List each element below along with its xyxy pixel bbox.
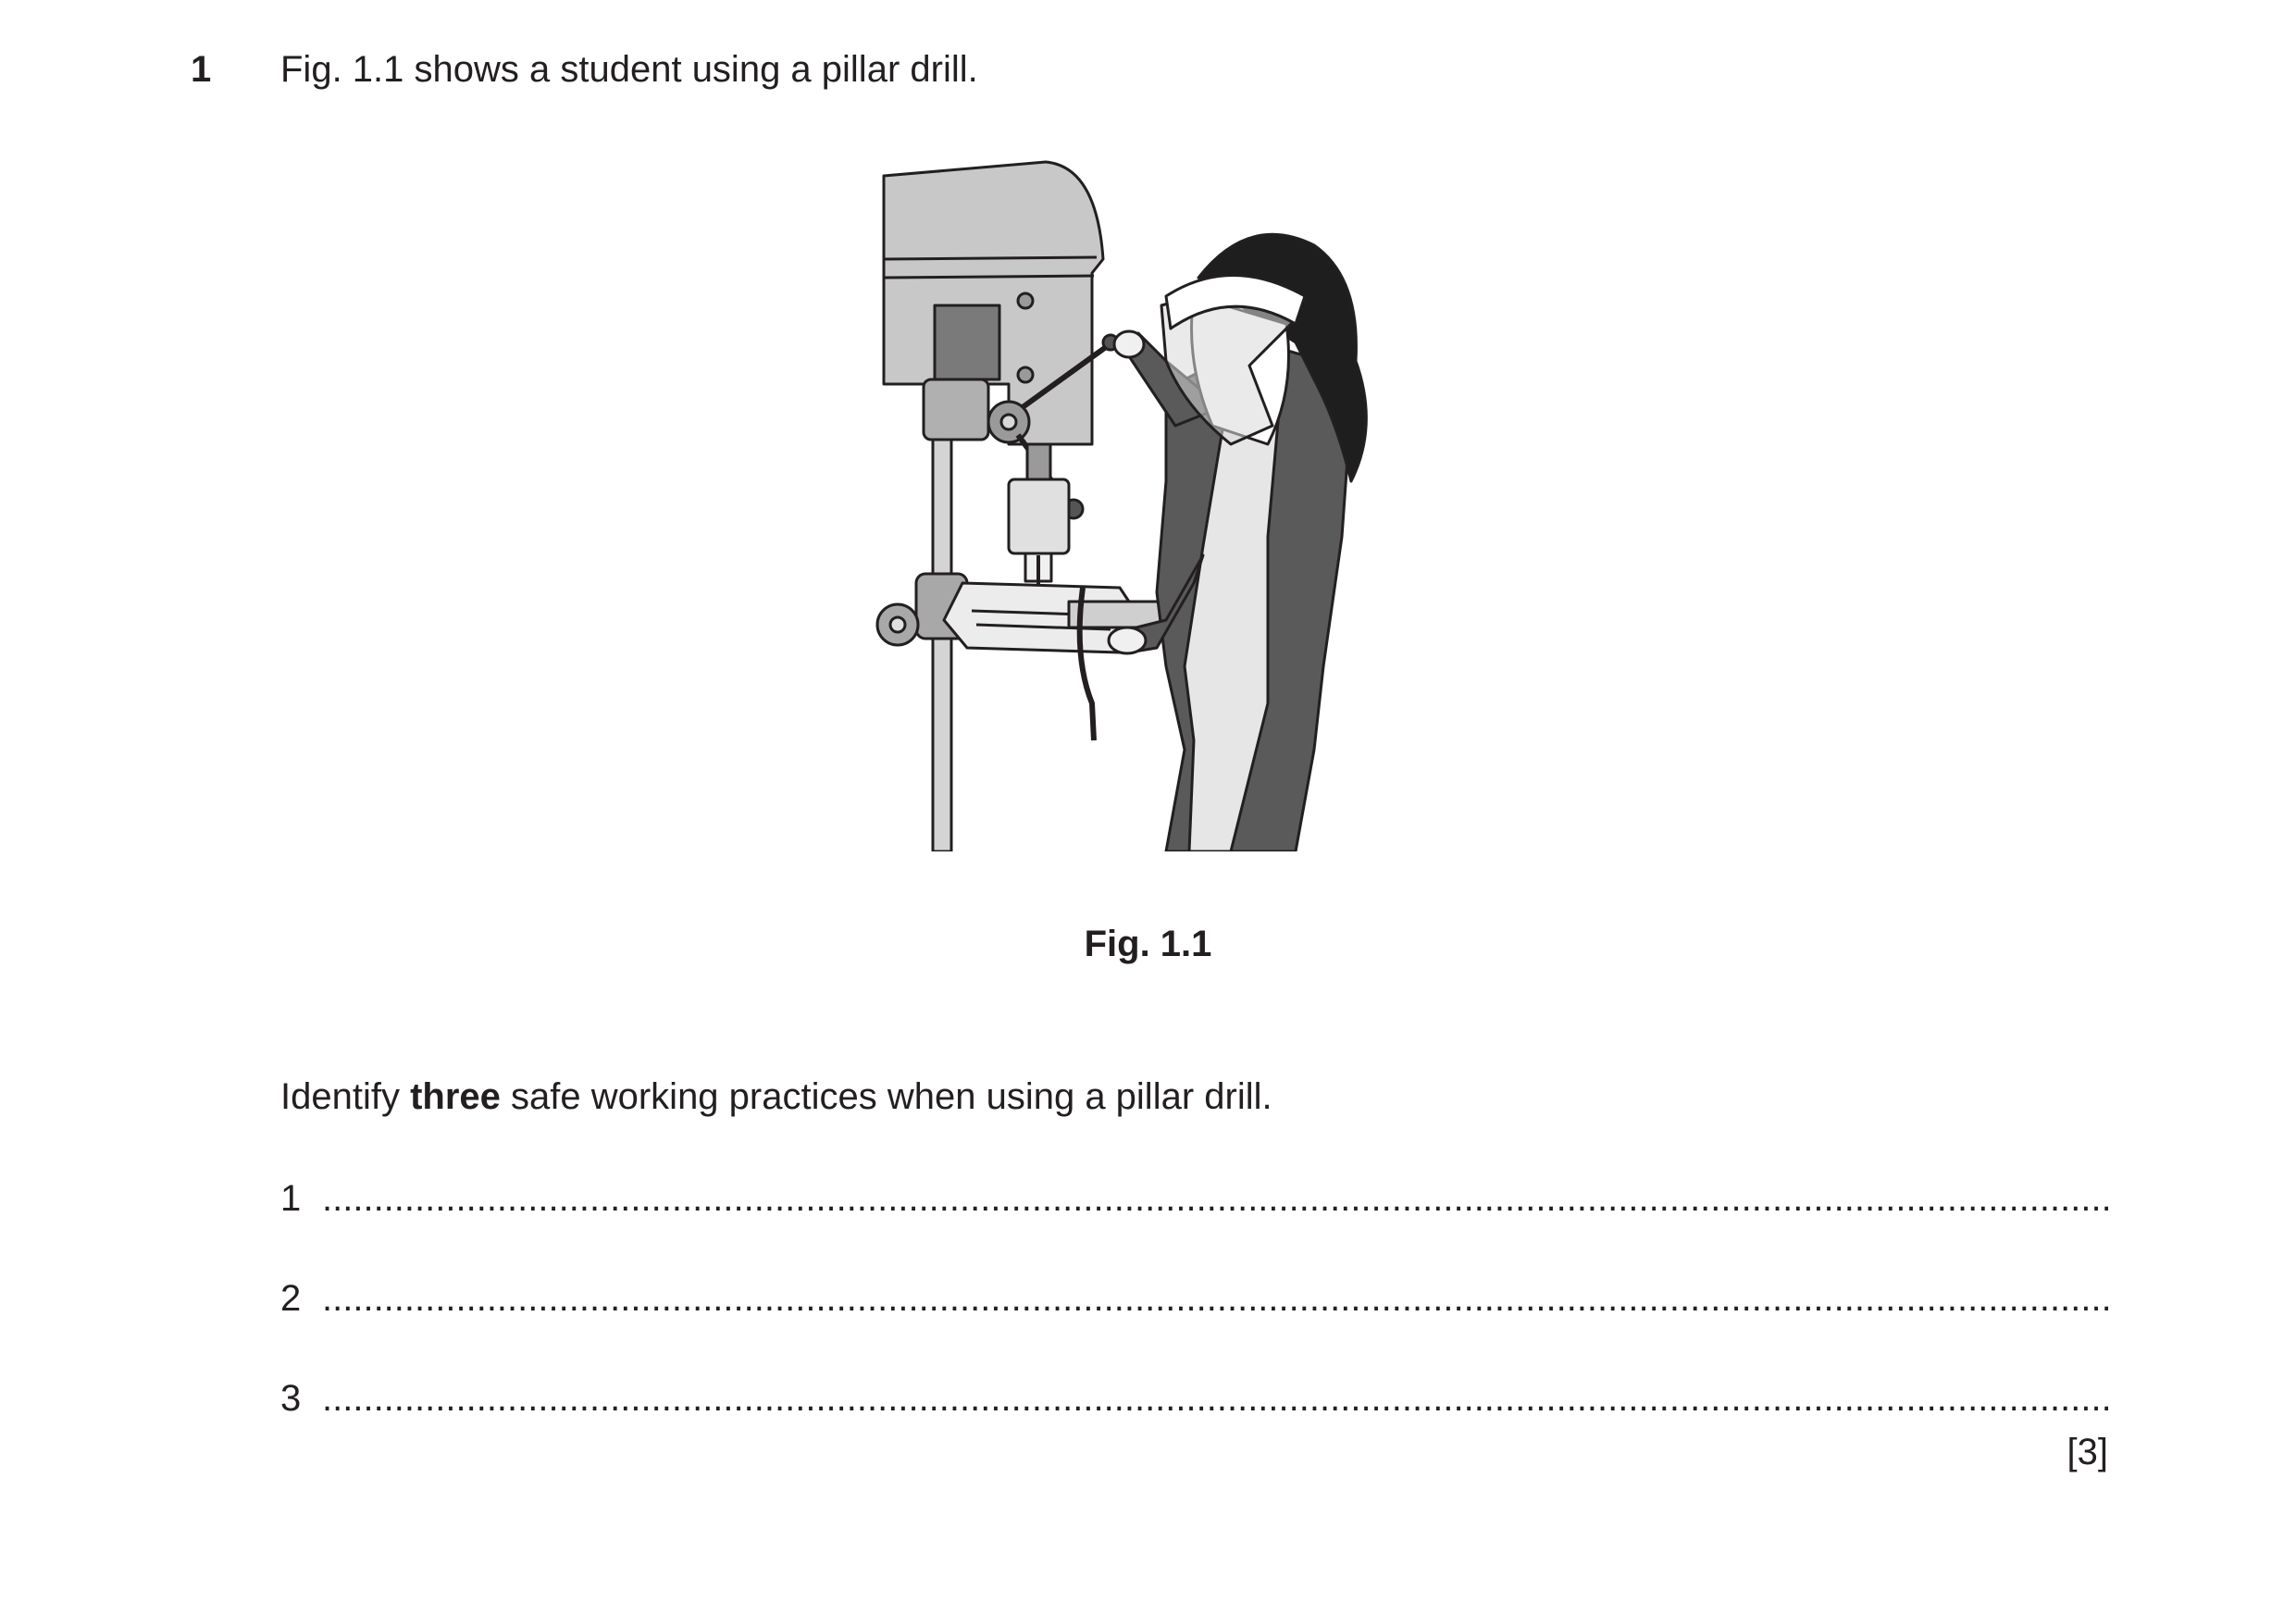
marks-allocation: [3] (2066, 1432, 2108, 1472)
answer-dotted-line: ........................................… (322, 1278, 2108, 1319)
answer-line-2[interactable]: 2 ......................................… (280, 1275, 2108, 1323)
face-shield (1160, 285, 1297, 446)
answer-number: 2 (280, 1278, 302, 1319)
answer-line-1[interactable]: 1 ......................................… (280, 1175, 2108, 1223)
chuck (1007, 478, 1071, 555)
apron (1183, 378, 1284, 851)
drill-head (882, 160, 1105, 446)
answer-dotted-line: ........................................… (322, 1378, 2108, 1419)
pillar-drill-figure (861, 148, 1453, 851)
question-intro: Fig. 1.1 shows a student using a pillar … (280, 49, 978, 90)
figure-caption: Fig. 1.1 (1084, 924, 1212, 964)
control-panel (933, 304, 1001, 381)
answer-dotted-line: ........................................… (322, 1178, 2108, 1219)
answer-number: 3 (280, 1378, 302, 1419)
question-number: 1 (191, 49, 212, 90)
answer-line-3[interactable]: 3 ......................................… (280, 1375, 2108, 1423)
task-instruction: Identify three safe working practices wh… (280, 1076, 1272, 1117)
answer-number: 1 (280, 1178, 302, 1219)
